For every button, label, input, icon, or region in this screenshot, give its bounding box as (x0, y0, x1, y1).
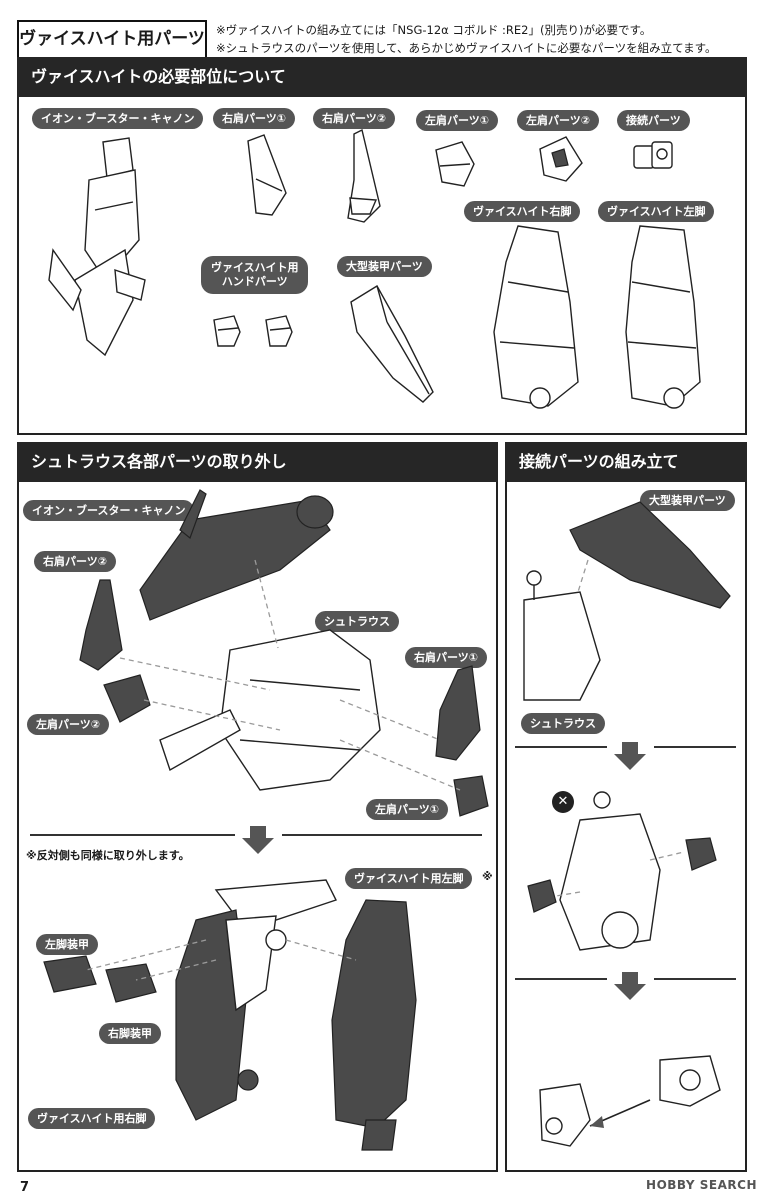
down-arrow-icon (242, 826, 274, 854)
label-right-shoulder-2: 右肩パーツ② (313, 108, 396, 129)
hand-parts-illustration (213, 315, 293, 347)
page-title: ヴァイスハイト用パーツ (17, 20, 207, 60)
left-shoulder-2-illustration (539, 136, 583, 182)
label-left-leg: ヴァイスハイト左脚 (598, 201, 715, 222)
strauss-disassembly-illustration (79, 489, 489, 817)
divider (654, 978, 736, 980)
label-left-shoulder-2: 左肩パーツ② (517, 110, 600, 131)
down-arrow-icon (614, 742, 646, 770)
label-right-shoulder-1b: 右肩パーツ① (405, 647, 488, 668)
label-hand-parts: ヴァイスハイト用 ハンドパーツ (201, 256, 309, 294)
label-left-leg-armor: 左脚装甲 (36, 934, 98, 955)
connector-assembled-illustration (539, 1055, 721, 1147)
label-right-shoulder-1: 右肩パーツ① (213, 108, 296, 129)
label-strauss: シュトラウス (315, 611, 399, 632)
large-armor-illustration (350, 285, 434, 403)
label-strauss-2: シュトラウス (521, 713, 605, 734)
label-right-leg: ヴァイスハイト右脚 (464, 201, 581, 222)
asterisk-mark: ※ (482, 870, 493, 883)
divider (30, 834, 235, 836)
label-hand-parts-line1: ヴァイスハイト用 (211, 261, 299, 274)
left-shoulder-1-illustration (435, 141, 475, 187)
right-leg-illustration (493, 225, 579, 409)
label-connector-parts: 接続パーツ (617, 110, 690, 131)
label-right-shoulder-2b: 右肩パーツ② (34, 551, 117, 572)
down-arrow-icon (614, 972, 646, 1000)
label-ion-booster-cannon: イオン・ブースター・キャノン (32, 108, 204, 129)
label-right-leg-armor: 右脚装甲 (99, 1023, 161, 1044)
x-mark-icon: ✕ (552, 791, 574, 813)
label-large-armor: 大型装甲パーツ (337, 256, 432, 277)
divider (515, 978, 607, 980)
opposite-side-note: ※反対側も同様に取り外します。 (26, 849, 190, 862)
label-hand-parts-line2: ハンドパーツ (221, 275, 288, 288)
label-left-shoulder-1b: 左肩パーツ① (366, 799, 449, 820)
connector-parts-illustration (633, 141, 673, 169)
divider (282, 834, 482, 836)
label-left-leg-for: ヴァイスハイト用左脚 (345, 868, 473, 889)
right-shoulder-2-illustration (347, 128, 381, 223)
label-right-leg-for: ヴァイスハイト用右脚 (28, 1108, 156, 1129)
strauss-removal-heading: シュトラウス各部パーツの取り外し (17, 442, 498, 482)
left-leg-illustration (625, 225, 701, 409)
label-large-armor-2: 大型装甲パーツ (640, 490, 735, 511)
label-left-shoulder-2b: 左肩パーツ② (27, 714, 110, 735)
label-ion-booster-cannon-2: イオン・ブースター・キャノン (23, 500, 195, 521)
divider (515, 746, 607, 748)
armor-attach-illustration (523, 501, 731, 701)
assembly-note: ※シュトラウスのパーツを使用して、あらかじめヴァイスハイトに必要なパーツを組み立… (216, 41, 717, 55)
right-shoulder-1-illustration (247, 134, 287, 216)
label-left-shoulder-1: 左肩パーツ① (416, 110, 499, 131)
leg-removal-illustration (43, 879, 417, 1151)
requirement-note: ※ヴァイスハイトの組み立てには「NSG-12α コボルド :RE2」(別売り)が… (216, 23, 652, 37)
watermark: HOBBY SEARCH (646, 1178, 757, 1192)
connector-removal-illustration (527, 791, 717, 951)
divider (654, 746, 736, 748)
connector-assembly-heading: 接続パーツの組み立て (505, 442, 747, 482)
page-number: 7 (20, 1180, 30, 1195)
ion-booster-cannon-illustration (48, 137, 146, 357)
required-parts-heading: ヴァイスハイトの必要部位について (17, 57, 747, 97)
